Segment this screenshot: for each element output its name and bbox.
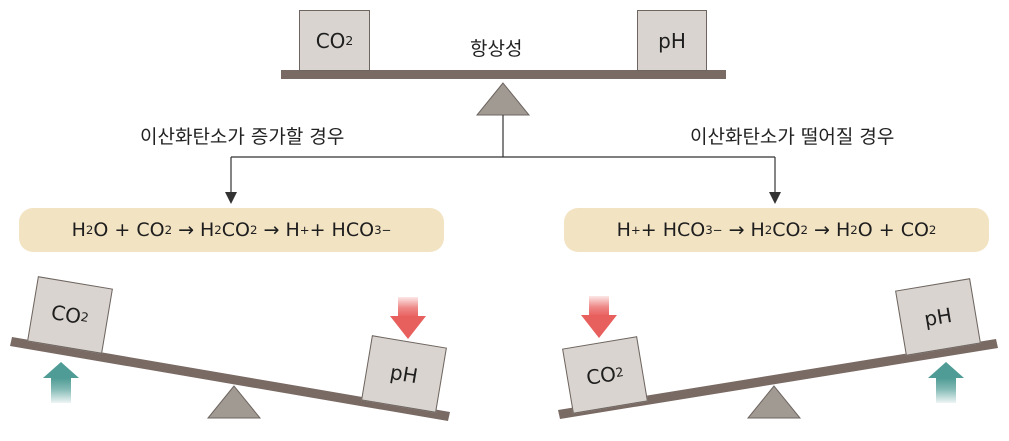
bottom-left-ph-box: pH (361, 335, 447, 413)
top-ph-label: pH (658, 28, 686, 53)
eq-term: CO (221, 219, 251, 241)
co2-decrease-caption: 이산화탄소가 떨어질 경우 (690, 126, 895, 148)
arrowhead-right (769, 192, 781, 204)
bottom-left-co2-sub: 2 (79, 308, 90, 326)
branch-connector (230, 115, 776, 196)
arrowhead-left (225, 192, 237, 204)
bottom-left-beam (10, 337, 450, 421)
bottom-right-fulcrum (746, 385, 802, 419)
bottom-right-beam (558, 339, 998, 419)
co2-down-arrow-right (581, 296, 617, 338)
bottom-right-co2-main: CO (584, 361, 618, 390)
eq-term: H (750, 219, 765, 241)
eq-term: H (71, 219, 86, 241)
eq-arrow: → (178, 219, 194, 241)
eq-term: + HCO (309, 219, 375, 241)
top-fulcrum (475, 82, 531, 116)
top-co2-main: CO (315, 28, 346, 53)
eq-term: H (616, 219, 631, 241)
bottom-left-fulcrum (206, 385, 262, 419)
eq-term: H (835, 219, 851, 241)
eq-term: CO (772, 219, 801, 241)
eq-term: + HCO (640, 219, 706, 241)
bottom-left-ph-label: pH (388, 359, 420, 389)
homeostasis-title: 항상성 (470, 38, 523, 60)
eq-term: O + CO (93, 219, 165, 241)
eq-arrow: → (814, 219, 830, 241)
eq-term: H (199, 219, 215, 241)
bottom-left-co2-main: CO (49, 300, 83, 329)
eq-arrow: → (728, 219, 745, 241)
top-ph-box: pH (637, 10, 707, 71)
bottom-right-co2-sub: 2 (614, 364, 625, 381)
ph-up-arrow-right (928, 362, 964, 403)
bottom-right-ph-label: pH (922, 302, 954, 332)
eq-term: O + CO (857, 219, 929, 241)
eq-term: H (285, 219, 300, 241)
bottom-right-ph-box: pH (895, 278, 981, 356)
top-beam (281, 70, 726, 79)
ph-down-arrow (390, 297, 426, 339)
co2-up-arrow-left (43, 362, 79, 403)
eq-arrow: → (263, 219, 280, 241)
co2-increase-caption: 이산화탄소가 증가할 경우 (140, 126, 345, 148)
